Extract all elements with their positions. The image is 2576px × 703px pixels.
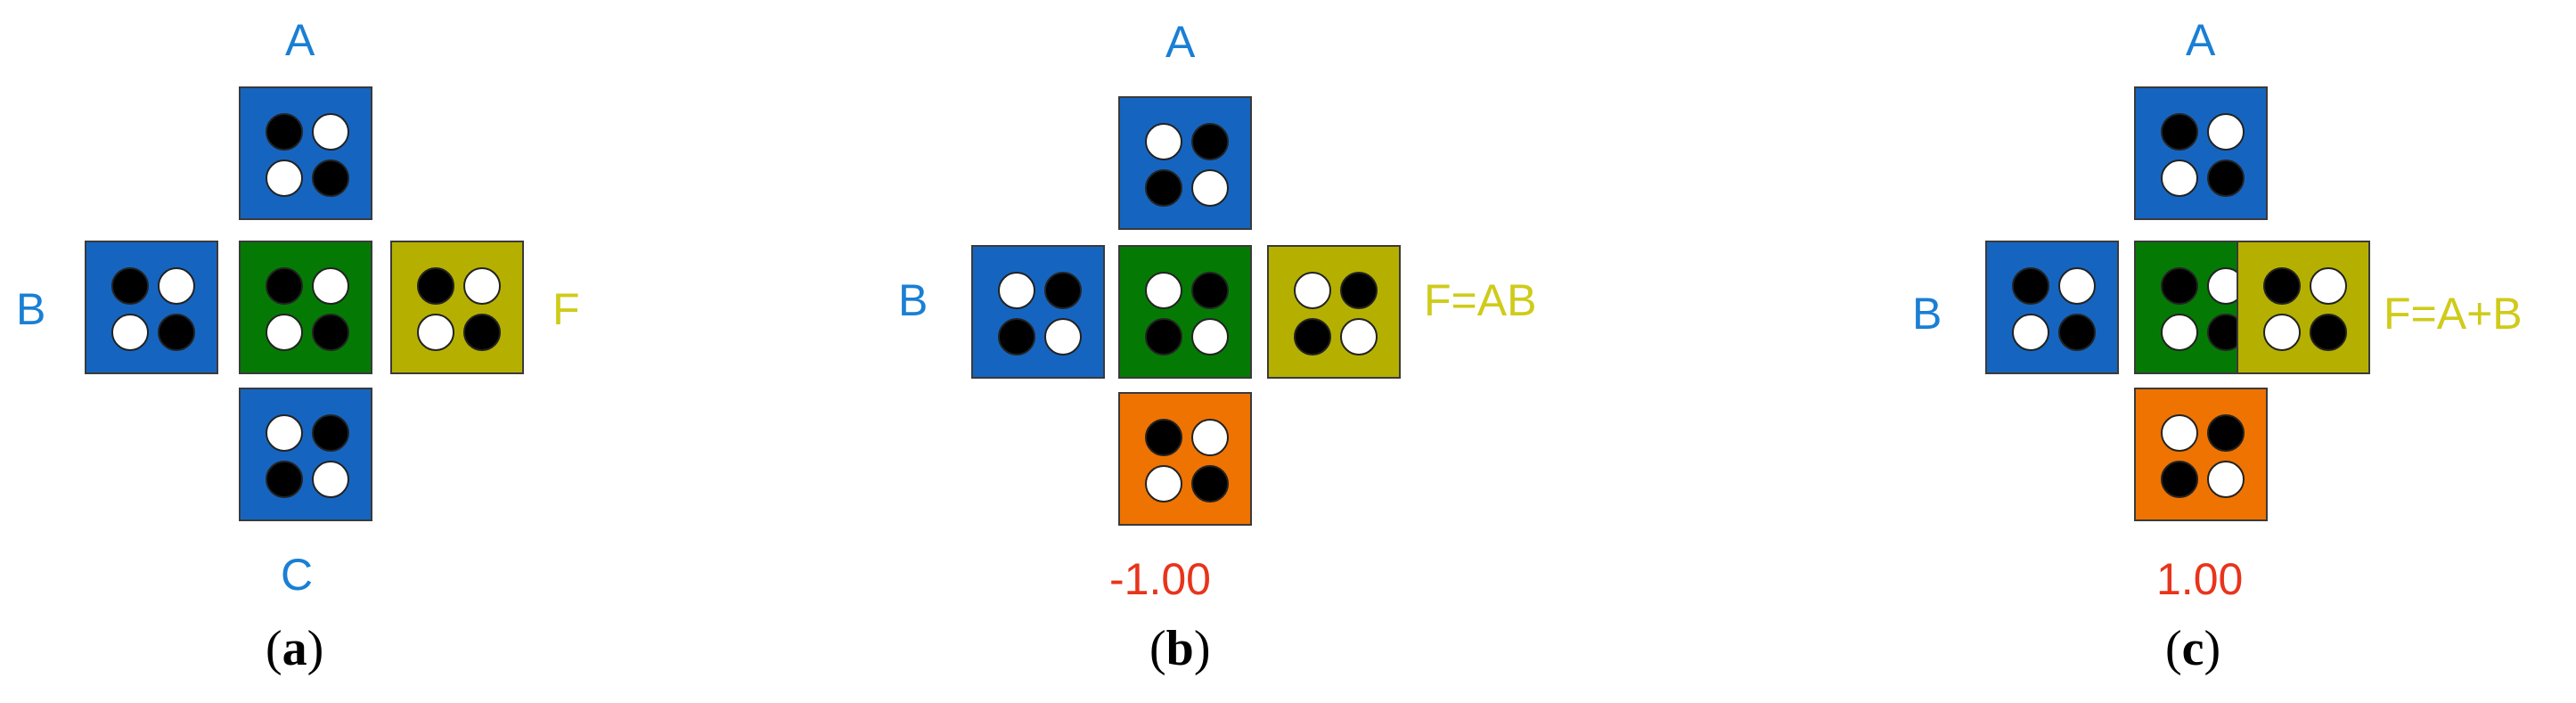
top-label-a: A xyxy=(2186,15,2216,65)
dot-top-right-white xyxy=(158,267,195,305)
tile-top xyxy=(239,86,372,220)
tile-left xyxy=(85,241,218,374)
dot-top-left-white xyxy=(1294,272,1331,309)
dot-bottom-left-black xyxy=(2161,461,2198,498)
dot-bottom-right-white xyxy=(1191,318,1229,356)
tile-bottom xyxy=(1118,392,1252,526)
dot-bottom-left-black xyxy=(998,318,1035,356)
dot-top-right-black xyxy=(1044,272,1082,309)
dot-top-right-white xyxy=(2058,267,2096,305)
tile-center xyxy=(239,241,372,374)
dot-top-right-black xyxy=(1340,272,1378,309)
dot-top-left-black xyxy=(266,267,303,305)
top-label-a: A xyxy=(285,15,315,65)
dot-top-right-white xyxy=(1191,419,1229,456)
right-label-f-equals-a-plus-b: F=A+B xyxy=(2384,289,2523,339)
caption-b: (b) xyxy=(1149,621,1211,676)
dot-top-left-white xyxy=(2161,414,2198,452)
dot-bottom-left-white xyxy=(2263,314,2301,351)
dot-bottom-right-white xyxy=(312,461,349,498)
dot-top-left-black xyxy=(111,267,149,305)
dot-top-right-black xyxy=(1191,272,1229,309)
dot-top-left-black xyxy=(2263,267,2301,305)
dot-top-right-black xyxy=(1191,123,1229,160)
dot-bottom-left-white xyxy=(2161,159,2198,197)
dot-top-right-white xyxy=(2207,113,2245,151)
dot-bottom-right-black xyxy=(312,159,349,197)
bottom-label-c: C xyxy=(281,550,314,600)
dot-bottom-left-white xyxy=(2012,314,2049,351)
panel-a: A B F C (a) xyxy=(0,0,624,703)
dot-bottom-right-black xyxy=(2310,314,2347,351)
dot-bottom-left-white xyxy=(2161,314,2198,351)
dot-bottom-right-white xyxy=(2207,461,2245,498)
dot-top-right-white xyxy=(463,267,501,305)
right-label-f: F xyxy=(552,284,580,334)
tile-right xyxy=(1267,245,1401,379)
dot-bottom-left-white xyxy=(266,314,303,351)
caption-c: (c) xyxy=(2165,621,2221,676)
tile-center xyxy=(1118,245,1252,379)
dot-top-left-white xyxy=(998,272,1035,309)
tile-left xyxy=(1985,241,2119,374)
dot-top-left-black xyxy=(417,267,454,305)
dot-bottom-right-black xyxy=(463,314,501,351)
tile-bottom xyxy=(239,388,372,521)
bottom-label-value: 1.00 xyxy=(2156,554,2244,604)
dot-top-left-white xyxy=(1145,272,1182,309)
dot-top-left-black xyxy=(2161,267,2198,305)
dot-top-right-white xyxy=(312,267,349,305)
tile-top xyxy=(1118,96,1252,230)
dot-bottom-left-black xyxy=(1145,318,1182,356)
dot-bottom-left-black xyxy=(1145,169,1182,207)
tile-right xyxy=(390,241,524,374)
dot-bottom-right-black xyxy=(1191,465,1229,503)
dot-bottom-right-black xyxy=(158,314,195,351)
dot-top-right-white xyxy=(2310,267,2347,305)
left-label-b: B xyxy=(16,284,46,334)
bottom-label-value: -1.00 xyxy=(1109,554,1211,604)
caption-a: (a) xyxy=(266,621,324,676)
dot-bottom-right-white xyxy=(1191,169,1229,207)
dot-top-left-black xyxy=(1145,419,1182,456)
left-label-b: B xyxy=(1912,289,1942,339)
dot-bottom-left-white xyxy=(417,314,454,351)
dot-bottom-left-black xyxy=(1294,318,1331,356)
dot-top-right-black xyxy=(2207,414,2245,452)
dot-top-right-white xyxy=(312,113,349,151)
dot-bottom-right-white xyxy=(1044,318,1082,356)
dot-bottom-right-black xyxy=(2207,159,2245,197)
top-label-a: A xyxy=(1165,17,1196,67)
dot-bottom-right-black xyxy=(312,314,349,351)
panel-b: A B F=AB -1.00 (b) xyxy=(882,0,1536,703)
left-label-b: B xyxy=(898,275,928,325)
tile-right xyxy=(2237,241,2370,374)
dot-bottom-left-white xyxy=(1145,465,1182,503)
panel-c: A B F=A+B 1.00 (c) xyxy=(1907,0,2531,703)
dot-bottom-right-white xyxy=(1340,318,1378,356)
dot-top-left-black xyxy=(2161,113,2198,151)
dot-top-left-black xyxy=(266,113,303,151)
dot-top-right-black xyxy=(312,414,349,452)
tile-top xyxy=(2134,86,2268,220)
dot-top-left-white xyxy=(1145,123,1182,160)
dot-top-left-white xyxy=(266,414,303,452)
tile-bottom xyxy=(2134,388,2268,521)
dot-bottom-right-black xyxy=(2058,314,2096,351)
dot-bottom-left-white xyxy=(266,159,303,197)
dot-bottom-left-black xyxy=(266,461,303,498)
dot-top-left-black xyxy=(2012,267,2049,305)
tile-left xyxy=(971,245,1105,379)
dot-bottom-left-white xyxy=(111,314,149,351)
right-label-f-equals-ab: F=AB xyxy=(1424,275,1537,325)
